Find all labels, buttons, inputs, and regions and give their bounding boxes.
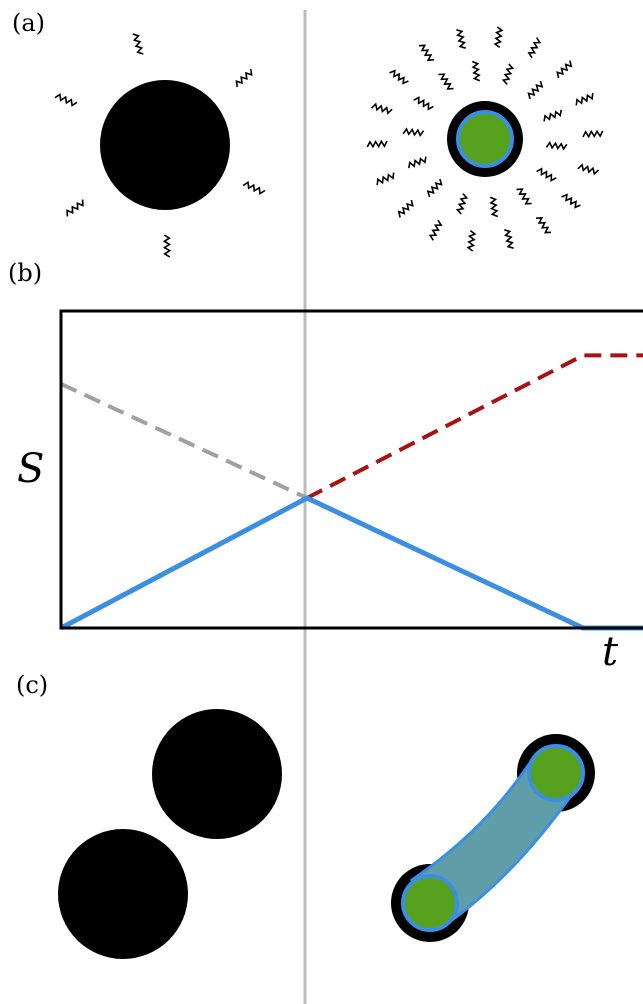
radiation-quantum bbox=[489, 196, 499, 218]
panel-c-label: (c) bbox=[16, 671, 48, 699]
dashed-falling-curve bbox=[60, 382, 308, 500]
radiation-quantum bbox=[577, 163, 600, 176]
radiation-quantum bbox=[438, 73, 454, 90]
radiation-quantum bbox=[545, 140, 568, 151]
radiation-quantum bbox=[561, 193, 581, 209]
radiation-quantum bbox=[402, 127, 425, 138]
black-hole-large bbox=[100, 80, 230, 210]
radiation-quantum bbox=[408, 156, 427, 169]
radiation-quantum bbox=[455, 193, 469, 215]
radiation-quantum bbox=[162, 234, 172, 258]
radiation-quantum bbox=[418, 44, 435, 61]
radiation-quantum bbox=[426, 178, 443, 198]
hawking-radiation-left bbox=[54, 33, 266, 258]
hawking-radiation-right bbox=[366, 26, 604, 252]
dashed-rising-curve bbox=[306, 353, 643, 500]
radiation-quantum bbox=[456, 29, 466, 49]
radiation-quantum bbox=[556, 60, 573, 79]
island-core-upper bbox=[527, 744, 585, 802]
radiation-quantum bbox=[389, 69, 409, 85]
island-core-lower bbox=[401, 874, 459, 932]
radiation-quantum bbox=[466, 229, 477, 252]
radiation-quantum bbox=[501, 63, 515, 85]
radiation-quantum bbox=[536, 167, 557, 182]
black-hole-lower bbox=[58, 829, 188, 959]
radiation-quantum bbox=[235, 68, 253, 88]
radiation-quantum bbox=[370, 102, 393, 115]
radiation-quantum bbox=[575, 92, 594, 106]
panel-b-label: (b) bbox=[8, 259, 42, 287]
island-core bbox=[456, 110, 514, 168]
radiation-quantum bbox=[582, 129, 604, 139]
radiation-quantum bbox=[504, 229, 514, 249]
radiation-quantum bbox=[527, 37, 542, 59]
black-hole-upper bbox=[152, 709, 282, 839]
y-axis-label: S bbox=[17, 446, 44, 492]
page-curve-solid bbox=[60, 495, 643, 631]
radiation-quantum bbox=[413, 96, 434, 111]
x-axis-label: t bbox=[602, 629, 619, 675]
radiation-quantum bbox=[471, 60, 481, 82]
panel-a-label: (a) bbox=[12, 9, 45, 37]
radiation-quantum bbox=[54, 93, 78, 107]
radiation-quantum bbox=[543, 109, 562, 122]
plot-frame bbox=[59, 309, 643, 630]
radiation-quantum bbox=[366, 139, 388, 149]
radiation-quantum bbox=[132, 33, 144, 55]
radiation-quantum bbox=[376, 172, 395, 186]
radiation-quantum bbox=[535, 217, 552, 234]
radiation-quantum bbox=[397, 199, 414, 218]
radiation-quantum bbox=[242, 180, 266, 196]
radiation-quantum bbox=[516, 188, 532, 205]
radiation-quantum bbox=[66, 199, 84, 217]
radiation-quantum bbox=[428, 219, 443, 241]
radiation-quantum bbox=[493, 26, 504, 49]
radiation-quantum bbox=[527, 80, 544, 100]
